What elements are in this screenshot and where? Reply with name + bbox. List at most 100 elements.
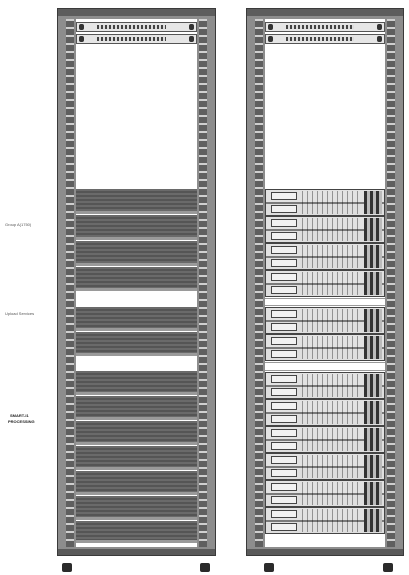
rack-ear [79,24,84,30]
rack-ear [377,36,382,42]
rack-ear [189,36,194,42]
rack-plinth [58,549,215,555]
network-switch [76,34,197,44]
rack-server [265,334,385,361]
rack-server [265,307,385,334]
rack-server [265,399,385,426]
rack-ear [268,36,273,42]
rack-ear [79,36,84,42]
left-rack [57,8,216,556]
server-vents [302,218,362,241]
mounting-rail-right [199,19,207,547]
mounting-rail-left [255,19,263,547]
server-vents [302,482,362,505]
rack-server [265,426,385,453]
empty-shelf [265,362,385,371]
rack-ear [377,24,382,30]
label-group-a: Group A(1750) [5,222,32,227]
empty-shelf [265,298,385,306]
drive-bays [364,218,382,241]
server-vents [302,309,362,332]
drive-bays [364,309,382,332]
server-bezel [271,219,297,227]
server-bezel [271,350,297,358]
server-bezel [271,273,297,281]
server-bezel [271,205,297,213]
server-vents [302,245,362,268]
rack-top-cap [58,9,215,16]
mounting-rail-right [387,19,395,547]
rack-foot [383,563,393,572]
blanking-panel [76,215,197,240]
blanking-panel [76,267,197,291]
server-bezel [271,286,297,294]
server-bezel [271,402,297,410]
server-bezel [271,496,297,504]
label-group-c-line2: PROCESSING [8,419,35,424]
drive-bays [364,374,382,397]
server-vents [302,455,362,478]
server-vents [302,401,362,424]
rack-ear [268,24,273,30]
server-bezel [271,232,297,240]
server-vents [302,428,362,451]
server-vents [302,272,362,295]
server-bezel [271,429,297,437]
switch-ports [286,37,354,41]
blanking-panel [76,421,197,445]
mounting-rail-left [66,19,74,547]
drive-bays [364,272,382,295]
server-bezel [271,310,297,318]
drive-bays [364,509,382,532]
rack-server [265,372,385,399]
server-vents [302,336,362,359]
drive-bays [364,428,382,451]
blanking-panel [76,371,197,395]
network-switch [265,34,385,44]
server-vents [302,374,362,397]
server-bezel [271,259,297,267]
rack-server [265,507,385,534]
server-bezel [271,523,297,531]
rack-server [265,480,385,507]
drive-bays [364,245,382,268]
server-bezel [271,337,297,345]
blanking-panel [76,307,197,331]
blanking-panel [76,332,197,356]
rack-server [265,270,385,297]
rack-server [265,189,385,216]
server-bezel [271,456,297,464]
server-vents [302,191,362,214]
label-group-b: Upload Services [5,311,35,316]
switch-ports [97,37,166,41]
blanking-panel [76,521,197,543]
server-bezel [271,415,297,423]
rack-bay [265,19,385,547]
rack-server [265,216,385,243]
rack-bay [76,19,197,547]
server-bezel [271,510,297,518]
server-bezel [271,388,297,396]
drive-bays [364,455,382,478]
right-rack [246,8,404,556]
drive-bays [364,191,382,214]
network-switch [265,22,385,32]
network-switch [76,22,197,32]
server-bezel [271,469,297,477]
rack-foot [62,563,72,572]
rack-top-cap [247,9,403,16]
switch-ports [286,25,354,29]
label-group-c-line1: SMART-I1 [10,413,29,418]
rack-server [265,243,385,270]
server-vents [302,509,362,532]
blanking-panel [76,396,197,420]
server-bezel [271,246,297,254]
rack-plinth [247,549,403,555]
server-bezel [271,483,297,491]
rack-server [265,453,385,480]
drive-bays [364,482,382,505]
rack-foot [264,563,274,572]
server-bezel [271,442,297,450]
blanking-panel [76,496,197,520]
rack-ear [189,24,194,30]
